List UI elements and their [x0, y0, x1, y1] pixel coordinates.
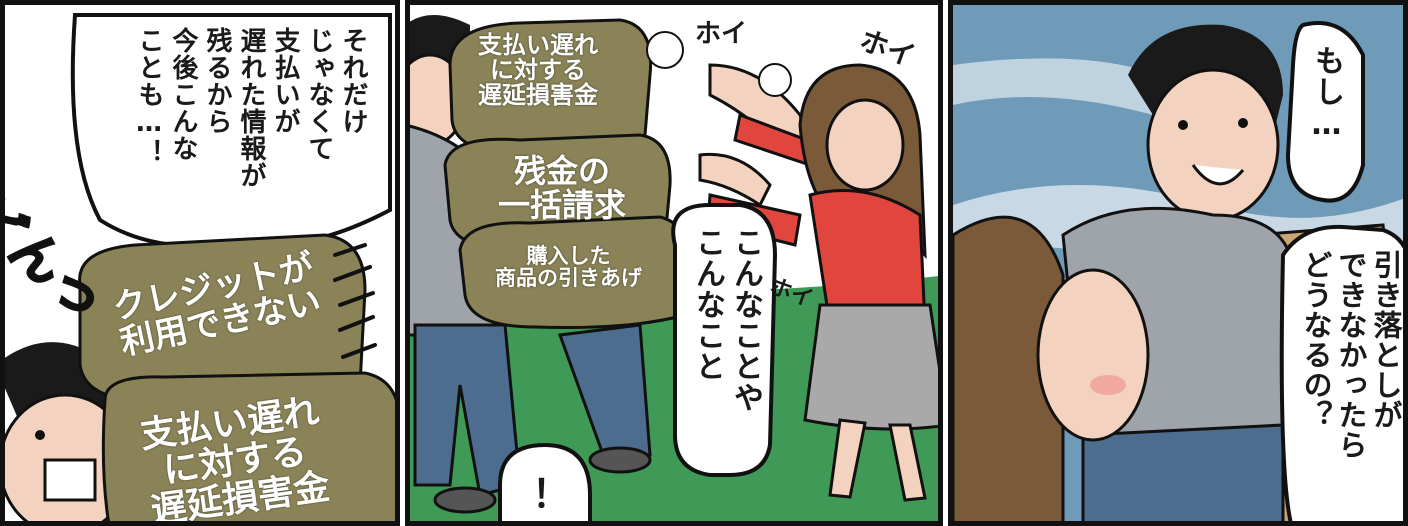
- man-jeans: [413, 323, 522, 497]
- sfx-hoi-1: ホイ: [695, 19, 748, 49]
- woman-top: [808, 189, 927, 327]
- sack-label-repossession: 購入した 商品の引きあげ: [495, 244, 642, 291]
- speed-lines: [333, 243, 377, 359]
- panel-2: 支払い遅れ に対する 遅延損害金 残金の 一括請求 購入した 商品の引きあげ ホ…: [405, 0, 943, 526]
- speech-text-2: こんなことや こんなこと: [690, 227, 763, 413]
- sack-label-late-fee-2: 支払い遅れ に対する 遅延損害金: [478, 31, 598, 110]
- sack-label-lump-sum: 残金の 一括請求: [498, 152, 627, 224]
- panel-2-art: [410, 5, 938, 521]
- exclamation-text: ！: [532, 472, 571, 516]
- speech-text-3b: 引き落としが できなかったら どうなるの？: [1299, 250, 1403, 460]
- woman-skirt: [803, 303, 938, 431]
- man-jeans: [1081, 423, 1285, 521]
- speech-bubble-top: [1285, 21, 1365, 203]
- panel-3-art: [953, 5, 1403, 521]
- panel-1: それだけ じゃなくて 支払いが 遅れた情報が 残るから 今後こんな ことも…！ …: [0, 0, 400, 526]
- man-face: [1146, 68, 1280, 222]
- sack-2: [101, 371, 395, 521]
- panel-1-art: [5, 5, 395, 521]
- speech-text-3a: もし…: [1309, 45, 1344, 143]
- panel-3: もし… 引き落としが できなかったら どうなるの？: [948, 0, 1408, 526]
- sack-label-late-fee: 支払い遅れ に対する 遅延損害金: [137, 391, 333, 526]
- speech-bubble-2: [671, 203, 778, 477]
- speech-bubble-bottom: [1279, 224, 1403, 521]
- woman-hair: [953, 215, 1065, 521]
- speech-text-1: それだけ じゃなくて 支払いが 遅れた情報が 残るから 今後こんな ことも…！: [134, 27, 368, 189]
- small-bubble: [498, 442, 592, 521]
